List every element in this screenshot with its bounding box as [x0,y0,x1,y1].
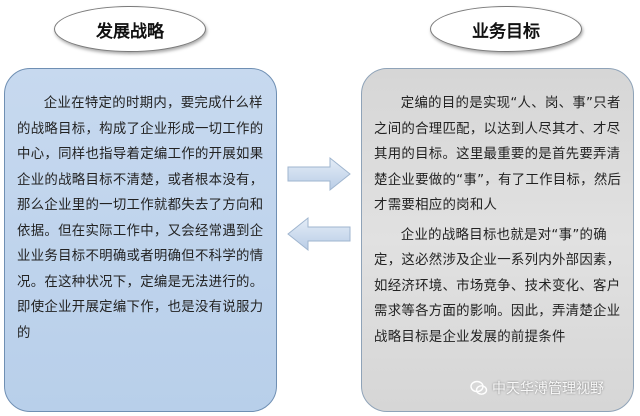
strategy-panel: 企业在特定的时期内，要完成什么样的战略目标，构成了企业形成一切工作的中心，同样也… [4,68,277,412]
header-strategy: 发展战略 [54,6,206,52]
goal-paragraph-1: 定编的目的是实现“人、岗、事”只者之间的合理匹配，以达到人尽其才、才尽其用的目标… [374,96,622,213]
watermark-text: 中天华溥管理视野 [492,381,604,397]
strategy-paragraph: 企业在特定的时期内，要完成什么样的战略目标，构成了企业形成一切工作的中心，同样也… [17,96,264,341]
watermark: 中天华溥管理视野 [470,378,604,398]
goal-paragraph-2: 企业的战略目标也就是对“事”的确定，这必然涉及企业一系列内外部因素，如经济环境、… [374,227,621,345]
header-business-goal-label: 业务目标 [472,21,540,42]
arrow-right-icon [287,156,351,192]
header-business-goal: 业务目标 [430,6,582,52]
header-strategy-label: 发展战略 [96,21,164,42]
arrow-left-icon [287,216,351,252]
business-goal-panel: 定编的目的是实现“人、岗、事”只者之间的合理匹配，以达到人尽其才、才尽其用的目标… [361,68,634,412]
wechat-icon [470,380,488,395]
